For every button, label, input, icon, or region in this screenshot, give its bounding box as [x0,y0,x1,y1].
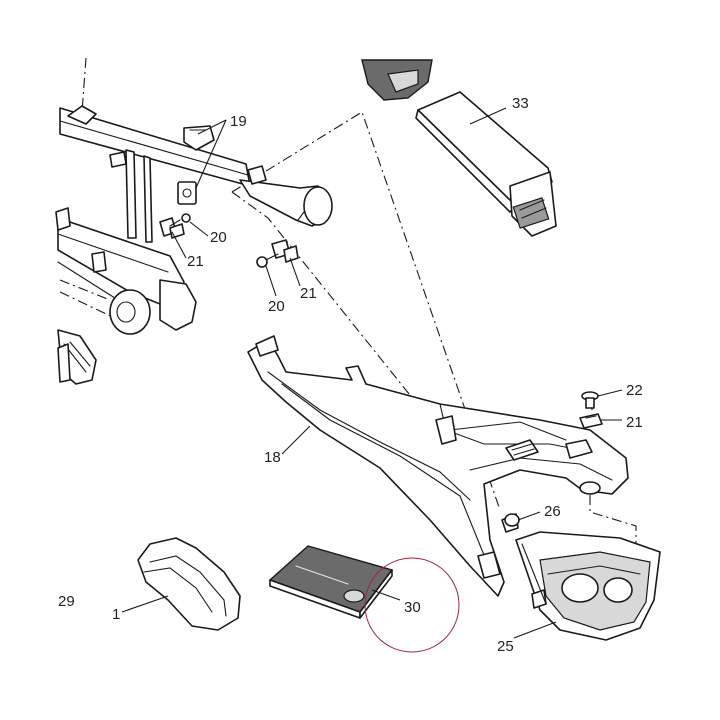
callout-30: 30 [404,599,421,616]
owner-manual-30 [268,545,394,619]
tail-housing-25 [515,531,661,641]
assembly-guide-lines [59,57,637,548]
clip-21-right [579,413,603,429]
callout-18: 18 [264,449,281,466]
fastener-group-left [159,213,191,239]
callout-20: 20 [268,298,285,315]
grommet-26 [501,513,520,533]
clip-19 [177,125,215,205]
callout-21: 21 [300,285,317,302]
callout-26: 26 [544,503,561,520]
side-fairing-18 [247,335,629,597]
leader-lines [121,107,623,639]
rear-subframe [55,105,333,385]
callout-25: 25 [497,638,514,655]
fastener-group-center [256,239,299,268]
callout-22: 22 [626,382,643,399]
tail-light-33 [361,59,557,237]
callout-20: 20 [210,229,227,246]
screw-22 [581,391,599,409]
seat-pad-1 [137,537,241,631]
callout-21: 21 [187,253,204,270]
callout-19: 19 [230,113,247,130]
callout-21: 21 [626,414,643,431]
highlight-circle [364,557,460,653]
callout-1: 1 [112,606,120,623]
callout-33: 33 [512,95,529,112]
callout-29: 29 [58,593,75,610]
